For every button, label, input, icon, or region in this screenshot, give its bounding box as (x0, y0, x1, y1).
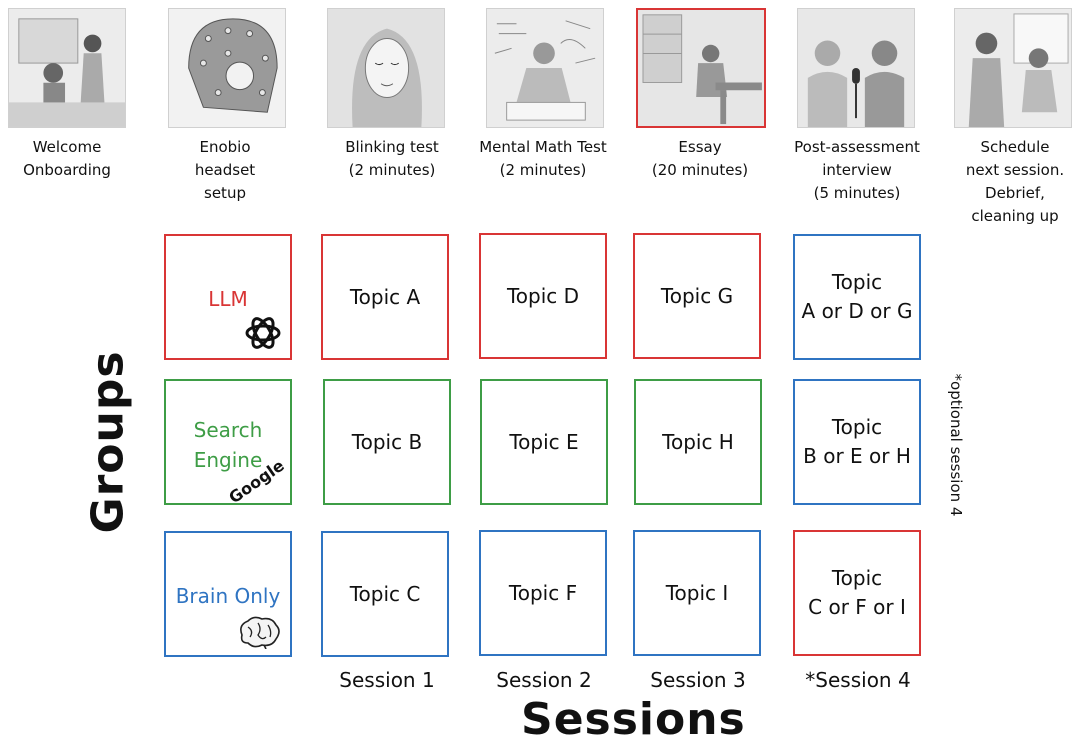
topic-box-search-s1: Topic B (323, 379, 451, 505)
interview-microphone-icon (798, 9, 914, 127)
topic-box-search-s2: Topic E (480, 379, 608, 505)
topic-box-search-s4: Topic B or E or H (793, 379, 921, 505)
step-image-blinking (327, 8, 445, 128)
step-label-essay: Essay (20 minutes) (651, 138, 749, 179)
session-label-3: Session 3 (650, 668, 746, 692)
group-brain-only: Brain Only (164, 531, 292, 657)
topic-box-search-s3: Topic H (634, 379, 762, 505)
group-search-engine-label: Search Engine (193, 418, 263, 472)
topic-box-brain-s2: Topic F (479, 530, 607, 656)
step-label-blinking: Blinking test (2 minutes) (345, 138, 439, 179)
optional-session-note: *optional session 4 (947, 373, 965, 517)
topic-box-llm-s1: Topic A (321, 234, 449, 360)
step-image-math (486, 8, 604, 128)
math-writing-icon (487, 9, 603, 127)
woman-writing-desk-icon (638, 10, 764, 126)
brain-icon (240, 616, 280, 649)
step-label-headset: Enobio headset setup (194, 138, 256, 202)
step-image-schedule (954, 8, 1072, 128)
step-image-welcome (8, 8, 126, 128)
step-label-interview: Post-assessment interview (5 minutes) (794, 138, 920, 202)
eeg-headset-icon (169, 9, 285, 127)
group-search-engine: Search Engine Google (164, 379, 292, 507)
group-llm-label: LLM (208, 287, 248, 311)
step-label-schedule: Schedule next session. Debrief, cleaning… (965, 138, 1065, 225)
step-label-math: Mental Math Test (2 minutes) (479, 138, 607, 179)
step-image-essay (636, 8, 766, 128)
groups-axis-title: Groups (82, 350, 134, 534)
two-people-talking-icon (955, 9, 1071, 127)
group-llm: LLM (164, 234, 292, 360)
topic-box-brain-s3: Topic I (633, 530, 761, 656)
woman-portrait-icon (328, 9, 444, 127)
group-brain-only-label: Brain Only (175, 584, 281, 608)
step-image-headset (168, 8, 286, 128)
topic-box-brain-s1: Topic C (321, 531, 449, 657)
topic-box-llm-s4: Topic A or D or G (793, 234, 921, 360)
session-label-1: Session 1 (339, 668, 435, 692)
openai-logo-icon (245, 317, 281, 349)
topic-box-brain-s4: Topic C or F or I (793, 530, 921, 656)
step-image-interview (797, 8, 915, 128)
topic-box-llm-s2: Topic D (479, 233, 607, 359)
sessions-axis-title: Sessions (521, 694, 746, 745)
session-label-4: *Session 4 (805, 668, 911, 692)
onboarding-illustration-icon (9, 9, 125, 127)
step-label-welcome: Welcome Onboarding (23, 138, 111, 179)
topic-box-llm-s3: Topic G (633, 233, 761, 359)
session-label-2: Session 2 (496, 668, 592, 692)
